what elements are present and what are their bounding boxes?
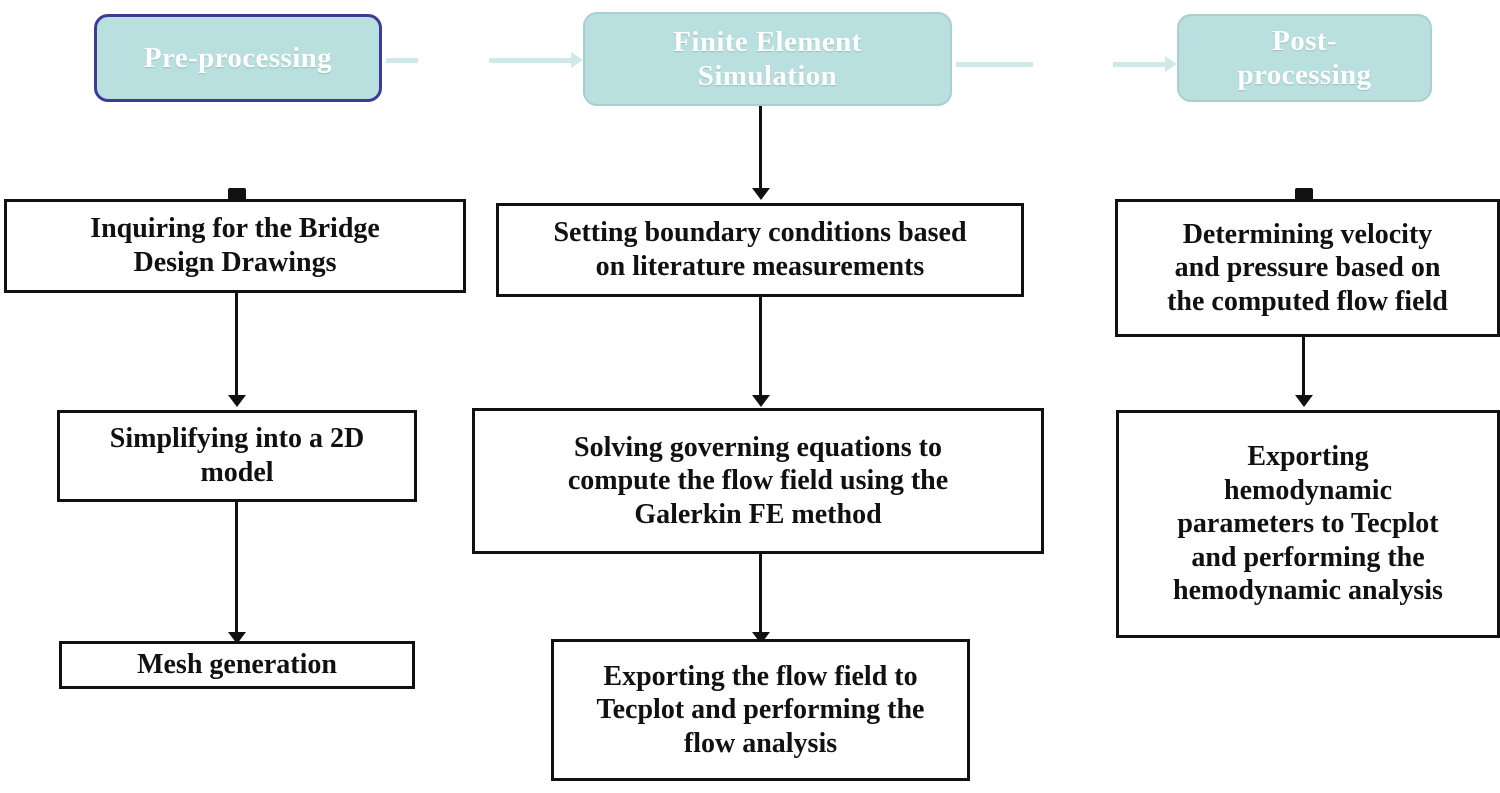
step-inquiring-bridge-drawings-label: Inquiring for the Bridge Design Drawings bbox=[90, 213, 380, 278]
connector-fe-to-post-line bbox=[1113, 62, 1165, 67]
step-setting-boundary-conditions-label: Setting boundary conditions based on lit… bbox=[553, 217, 967, 282]
connector-step2-to-step3-line-col1 bbox=[235, 502, 238, 634]
connector-step1-to-step2-arrowhead-col3 bbox=[1295, 395, 1313, 407]
step-simplifying-2d-model-label: Simplifying into a 2D model bbox=[109, 423, 365, 488]
step-determining-velocity-pressure[interactable]: Determining velocity and pressure based … bbox=[1115, 199, 1500, 337]
step-inquiring-bridge-drawings[interactable]: Inquiring for the Bridge Design Drawings bbox=[4, 199, 466, 293]
connector-stage2-to-step1-line bbox=[759, 106, 762, 192]
connector-step2-to-step3-line-col2 bbox=[759, 554, 762, 634]
connector-pre-to-fe-line bbox=[489, 58, 571, 63]
step-exporting-hemodynamic-parameters-label: Exporting hemodynamic parameters to Tecp… bbox=[1173, 441, 1443, 607]
connector-stage2-to-step1-arrowhead bbox=[752, 188, 770, 200]
step-solving-governing-equations-label: Solving governing equations to compute t… bbox=[567, 431, 949, 530]
stage-pre-processing[interactable]: Pre-processing bbox=[94, 14, 382, 102]
step-exporting-flow-field[interactable]: Exporting the flow field to Tecplot and … bbox=[551, 639, 970, 781]
connector-pre-to-fe-arrowhead bbox=[571, 52, 583, 68]
step-setting-boundary-conditions[interactable]: Setting boundary conditions based on lit… bbox=[496, 203, 1024, 297]
connector-fe-to-post-arrowhead bbox=[1165, 56, 1177, 72]
stage-post-processing[interactable]: Post- processing bbox=[1177, 14, 1432, 102]
step-mesh-generation[interactable]: Mesh generation bbox=[59, 641, 415, 689]
connector-step1-to-step2-arrowhead-col2 bbox=[752, 395, 770, 407]
step-mesh-generation-label: Mesh generation bbox=[137, 649, 337, 681]
connector-step1-to-step2-line-col2 bbox=[759, 297, 762, 397]
stage-pre-processing-label: Pre-processing bbox=[143, 41, 333, 74]
connector-stage3-to-step1-arrowhead bbox=[1295, 188, 1313, 199]
stage-finite-element-simulation[interactable]: Finite Element Simulation bbox=[583, 12, 952, 106]
step-solving-governing-equations[interactable]: Solving governing equations to compute t… bbox=[472, 408, 1044, 554]
connector-step1-to-step2-line-col1 bbox=[235, 293, 238, 397]
connector-stage1-to-step1-arrowhead bbox=[228, 188, 246, 199]
step-determining-velocity-pressure-label: Determining velocity and pressure based … bbox=[1167, 218, 1448, 317]
connector-fe-to-post-stub bbox=[956, 62, 1033, 67]
stage-finite-element-simulation-label: Finite Element Simulation bbox=[673, 25, 862, 92]
connector-step1-to-step2-arrowhead-col1 bbox=[228, 395, 246, 407]
stage-post-processing-label: Post- processing bbox=[1237, 24, 1372, 91]
connector-pre-to-fe-stub bbox=[386, 58, 418, 63]
step-exporting-hemodynamic-parameters[interactable]: Exporting hemodynamic parameters to Tecp… bbox=[1116, 410, 1500, 638]
connector-step1-to-step2-line-col3 bbox=[1302, 337, 1305, 397]
step-exporting-flow-field-label: Exporting the flow field to Tecplot and … bbox=[596, 660, 925, 759]
step-simplifying-2d-model[interactable]: Simplifying into a 2D model bbox=[57, 410, 417, 502]
